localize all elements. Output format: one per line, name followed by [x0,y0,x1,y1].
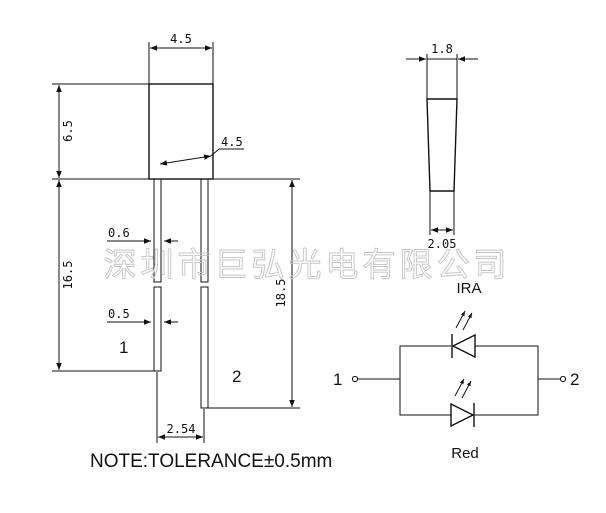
led-body-outline [148,83,214,180]
schematic: IRA 1 2 Red [333,280,579,462]
dim-body-height: 6.5 [52,83,149,178]
red-led-symbol [450,378,475,428]
dim-label-side-base: 2.05 [428,237,457,251]
top-led-label: IRA [456,280,481,297]
pin-label-left: 1 [119,338,128,357]
dim-side-base: 2.05 [428,191,457,251]
dim-label-long-lead: 18.5 [274,279,288,308]
dim-label-lead-width: 0.5 [108,307,130,321]
dim-label-body-height: 6.5 [61,120,75,142]
dim-body-width: 4.5 [148,32,214,84]
dim-flange: 4.5 [159,135,244,166]
side-body-outline [426,98,458,192]
dim-label-pin-pitch: 2.54 [167,422,196,436]
bottom-led-label: Red [451,445,479,462]
dim-lead-width: 0.5 [107,307,178,325]
terminal-left-node [351,375,359,383]
tolerance-note: NOTE:TOLERANCE±0.5mm [90,451,332,472]
terminal-right-label: 2 [570,370,579,389]
dim-side-thickness: 1.8 [406,42,478,99]
dim-label-short-lead: 16.5 [61,261,75,290]
dim-label-lead-thickness: 0.6 [108,226,130,240]
front-view: 4.5 6.5 4.5 0.6 0.5 [52,32,300,443]
parallel-wiring [399,345,539,416]
lead-right [200,178,209,409]
ira-led-symbol [451,310,476,359]
company-watermark: 深圳市巨弘光电有限公司 [104,245,511,284]
dim-label-side-thickness: 1.8 [431,42,453,56]
dim-label-flange-width: 4.5 [221,135,243,149]
dim-lead-thickness: 0.6 [107,226,178,244]
dim-short-lead: 16.5 [52,180,154,372]
terminal-left-label: 1 [333,370,342,389]
dim-long-lead: 18.5 [208,180,300,409]
dim-pin-pitch: 2.54 [156,372,205,443]
pin-label-right: 2 [232,367,241,386]
dim-label-body-width: 4.5 [170,32,192,46]
terminal-right-node [559,375,567,383]
side-view: 1.8 2.05 [406,42,478,251]
